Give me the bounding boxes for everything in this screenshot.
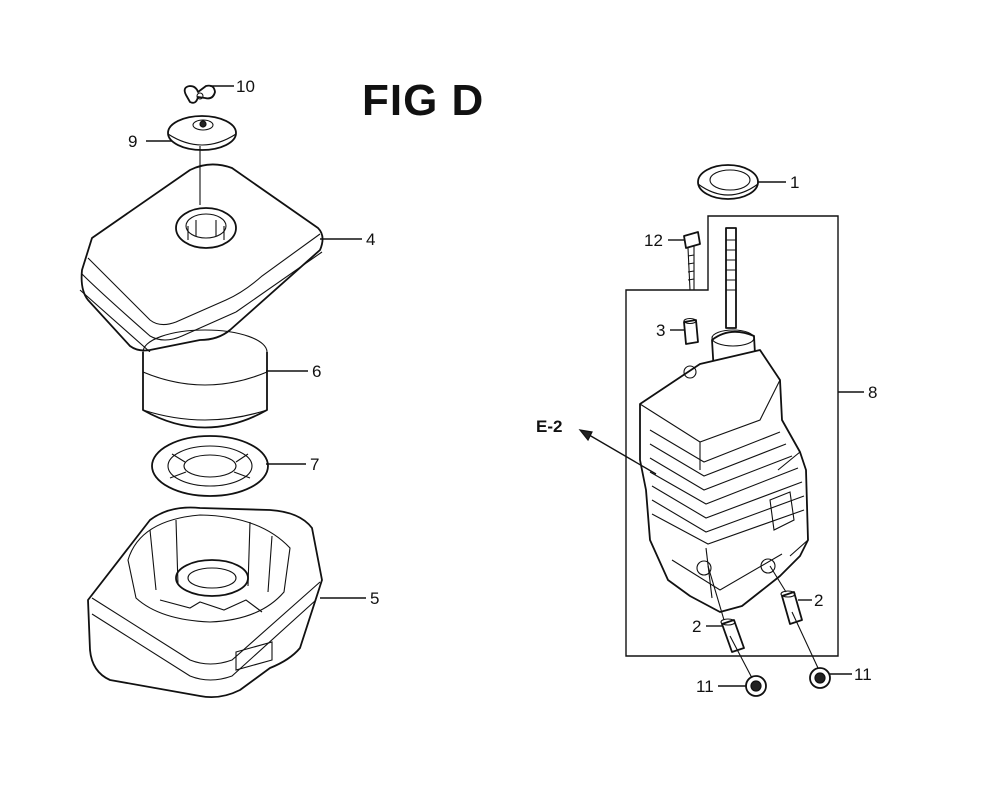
callout-7: 7 [310, 455, 319, 474]
callout-10: 10 [236, 77, 255, 96]
callout-6: 6 [312, 362, 321, 381]
left-leader-lines [146, 85, 366, 599]
callout-4: 4 [366, 230, 375, 249]
part-9-cap [167, 115, 237, 151]
callout-3: 3 [656, 321, 665, 340]
part-10-wing-nut [183, 84, 216, 104]
part-8-cylinder-block [625, 215, 864, 657]
part-6-filter-element [142, 329, 268, 429]
callout-8: 8 [868, 383, 877, 402]
right-leader-lines [578, 181, 852, 687]
callout-labels: 10 9 4 6 7 5 1 12 3 8 2 2 11 11 E-2 [128, 77, 877, 696]
part-11-nut-left [745, 675, 767, 697]
callout-5: 5 [370, 589, 379, 608]
callout-11-left: 11 [696, 677, 714, 696]
callout-11-right: 11 [854, 665, 872, 684]
part-5-case [87, 506, 323, 699]
callout-1: 1 [790, 173, 799, 192]
part-2-dowel-right [780, 590, 803, 625]
callout-12: 12 [644, 231, 663, 250]
part-11-nut-right [809, 667, 831, 689]
part-3-dowel-pin [683, 317, 699, 345]
reference-e2: E-2 [536, 417, 562, 436]
part-1-seal-ring [697, 164, 759, 200]
callout-2-left: 2 [692, 617, 701, 636]
callout-2-right: 2 [814, 591, 823, 610]
part-12-bolt [683, 231, 701, 291]
callout-9: 9 [128, 132, 137, 151]
part-7-filter-plate [151, 435, 269, 497]
figure-title: FIG D [362, 76, 485, 125]
part-2-dowel-left [720, 618, 745, 653]
part-4-cover [79, 146, 324, 353]
